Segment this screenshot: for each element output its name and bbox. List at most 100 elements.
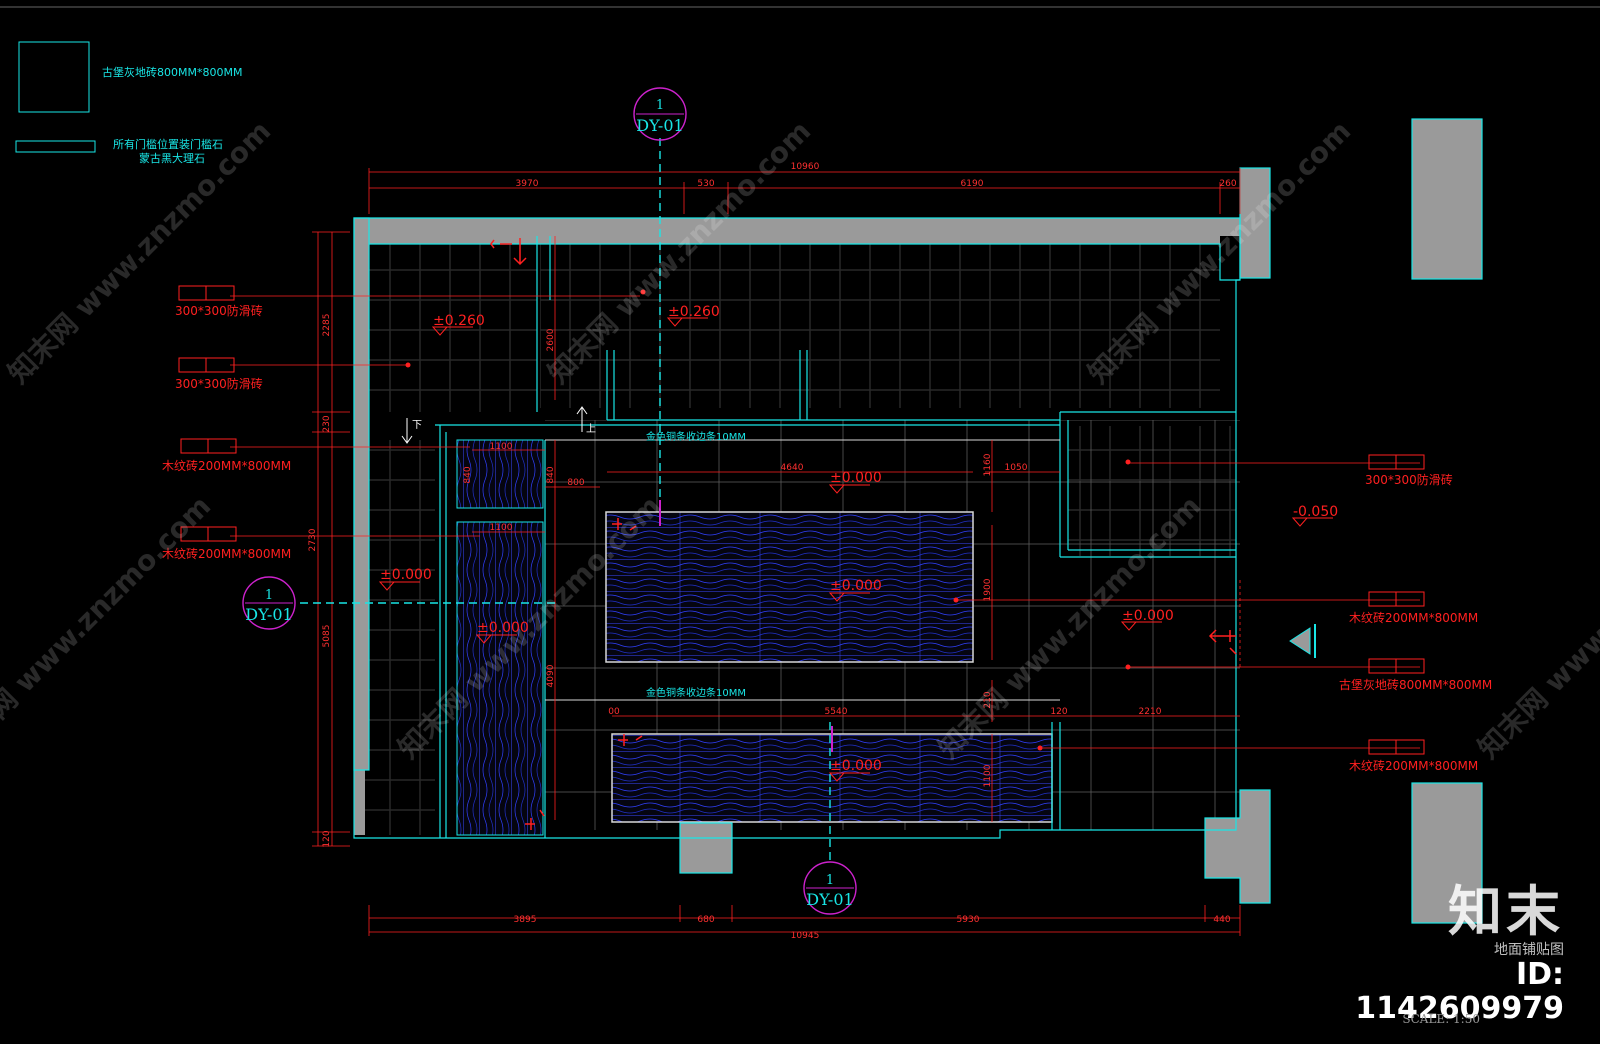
dim-inner-f: 800: [567, 478, 584, 488]
stair-down-mark: 下: [401, 418, 422, 444]
drawing-scale: SCALE: 1:50: [1402, 1012, 1480, 1026]
dim-bottom-4: 440: [1213, 915, 1230, 925]
dim-inner-k: 4090: [546, 664, 556, 687]
elev-5: ±0.000: [380, 567, 432, 583]
stair-down-text: 下: [412, 420, 422, 431]
label-left-3: 木纹砖200MM*800MM: [162, 458, 291, 473]
dim-top-3: 6190: [961, 179, 984, 189]
dim-inner-h: 1160: [983, 453, 993, 476]
watermark-diag-4: 知末网 www.znzmo.com: [0, 489, 217, 765]
wood-strip-lower: [456, 521, 544, 836]
dim-inner-p: 210: [983, 691, 993, 708]
legend-item-1: 古堡灰地砖800MM*800MM: [102, 65, 242, 79]
dim-inner-d: 840: [546, 466, 556, 483]
dim-left-2: 230: [322, 415, 332, 432]
dim-inner-n: 120: [1050, 707, 1067, 717]
elevation-marks: [378, 317, 1333, 782]
section-left-num: 1: [265, 588, 273, 603]
section-marker-top: 1 DY-01: [633, 87, 687, 141]
top-dimensions: 10960 3970 530 6190 260: [516, 162, 1237, 189]
dim-left-4: 5085: [322, 625, 332, 648]
dimension-lines: [230, 168, 1420, 936]
dim-inner-q: 1100: [983, 764, 993, 787]
legend: 古堡灰地砖800MM*800MM 所有门槛位置装门槛石 蒙古黑大理石: [15, 41, 242, 165]
dim-bottom-1: 3895: [514, 915, 537, 925]
dim-left-5: 120: [322, 830, 332, 847]
legend-item-2-line2: 蒙古黑大理石: [139, 151, 205, 165]
elev-3: ±0.000: [830, 470, 882, 486]
stair-up-mark: 上: [576, 406, 596, 435]
wall-outlines: [353, 217, 1241, 839]
dim-top-2: 530: [697, 179, 714, 189]
label-left-2: 300*300防滑砖: [175, 376, 263, 391]
dim-inner-i: 1050: [1005, 463, 1028, 473]
dim-inner-g: 4640: [781, 463, 804, 473]
callout-boxes: [178, 285, 1425, 755]
dim-inner-c: 840: [463, 466, 473, 483]
dim-inner-a: 2600: [546, 328, 556, 351]
watermark-diag-7: 知末网 www.znzmo.com: [1472, 489, 1600, 765]
section-marker-left: 1 DY-01: [242, 576, 296, 630]
dim-inner-l: 00: [608, 707, 620, 717]
label-right-1: 300*300防滑砖: [1365, 472, 1453, 487]
label-right-4: 木纹砖200MM*800MM: [1349, 758, 1478, 773]
left-dimensions: 2285 230 2730 5085 120: [308, 314, 332, 848]
dim-top-total: 10960: [791, 162, 820, 172]
inner-dimensions: 2600 1100 840 840 1100 800 4640 1160 105…: [463, 328, 1162, 787]
wood-strip-upper: [456, 439, 544, 509]
elev-1: ±0.260: [433, 313, 485, 329]
dim-top-4: 260: [1219, 179, 1236, 189]
wood-panel-center: [605, 511, 974, 663]
corner-watermark: 知末 地面铺贴图 ID: 1142609979: [1304, 882, 1564, 1026]
legend-item-2-line1: 所有门槛位置装门槛石: [113, 137, 223, 151]
material-labels-right: 300*300防滑砖 木纹砖200MM*800MM 古堡灰地砖800MM*800…: [1339, 472, 1492, 773]
dim-left-1: 2285: [322, 314, 332, 337]
bottom-dimensions: 3895 680 5930 440 10945: [514, 915, 1231, 941]
gold-strip-label-1: 金色铜条收边条10MM: [646, 430, 746, 443]
elev-2: ±0.260: [668, 304, 720, 320]
dim-bottom-2: 680: [697, 915, 714, 925]
label-left-1: 300*300防滑砖: [175, 303, 263, 318]
drawing-subtitle: 地面铺贴图: [1494, 942, 1564, 958]
label-right-2: 木纹砖200MM*800MM: [1349, 610, 1478, 625]
dim-left-3: 2730: [308, 528, 318, 551]
dim-inner-m: 5540: [825, 707, 848, 717]
section-marker-bottom: 1 DY-01: [803, 861, 857, 915]
elev-7: ±0.000: [1122, 608, 1174, 624]
entrance-arrow-icon: [1289, 624, 1316, 658]
legend-threshold-swatch: [15, 140, 96, 153]
elev-6: ±0.000: [477, 620, 529, 636]
walls: [353, 118, 1483, 924]
gold-strip-label-2: 金色铜条收边条10MM: [646, 686, 746, 699]
dim-inner-j: 1900: [983, 578, 993, 601]
elevation-texts: ±0.260 ±0.260 ±0.000 ±0.000 ±0.000 ±0.00…: [380, 304, 1338, 774]
section-bottom-code: DY-01: [806, 890, 853, 909]
stair-up-text: 上: [586, 423, 596, 435]
dim-inner-o: 2210: [1139, 707, 1162, 717]
section-lines: [300, 138, 831, 860]
section-top-num: 1: [656, 98, 664, 113]
corridor-left-floor: [365, 440, 435, 835]
callout-dots: [405, 289, 1131, 751]
dim-bottom-total: 10945: [791, 931, 820, 941]
dim-bottom-3: 5930: [957, 915, 980, 925]
section-top-code: DY-01: [636, 116, 683, 135]
room-upper-left-floor: [365, 236, 537, 412]
dim-top-1: 3970: [516, 179, 539, 189]
section-bottom-num: 1: [826, 873, 834, 888]
elev-9: -0.050: [1293, 504, 1338, 520]
section-left-code: DY-01: [245, 605, 292, 624]
tile-start-marks: [490, 238, 1237, 830]
room-upper-right-floor: [540, 236, 1220, 408]
label-right-3: 古堡灰地砖800MM*800MM: [1339, 677, 1492, 692]
label-left-4: 木纹砖200MM*800MM: [162, 546, 291, 561]
watermark-id: ID: 1142609979: [1355, 957, 1564, 1026]
elev-8: ±0.000: [830, 758, 882, 774]
dim-inner-b: 1100: [490, 442, 513, 452]
watermark-logo: 知末: [1448, 880, 1564, 943]
legend-tile-swatch: [18, 41, 90, 113]
dim-inner-e: 1100: [490, 523, 513, 533]
material-labels-left: 300*300防滑砖 300*300防滑砖 木纹砖200MM*800MM 木纹砖…: [162, 303, 291, 561]
elev-4: ±0.000: [830, 578, 882, 594]
